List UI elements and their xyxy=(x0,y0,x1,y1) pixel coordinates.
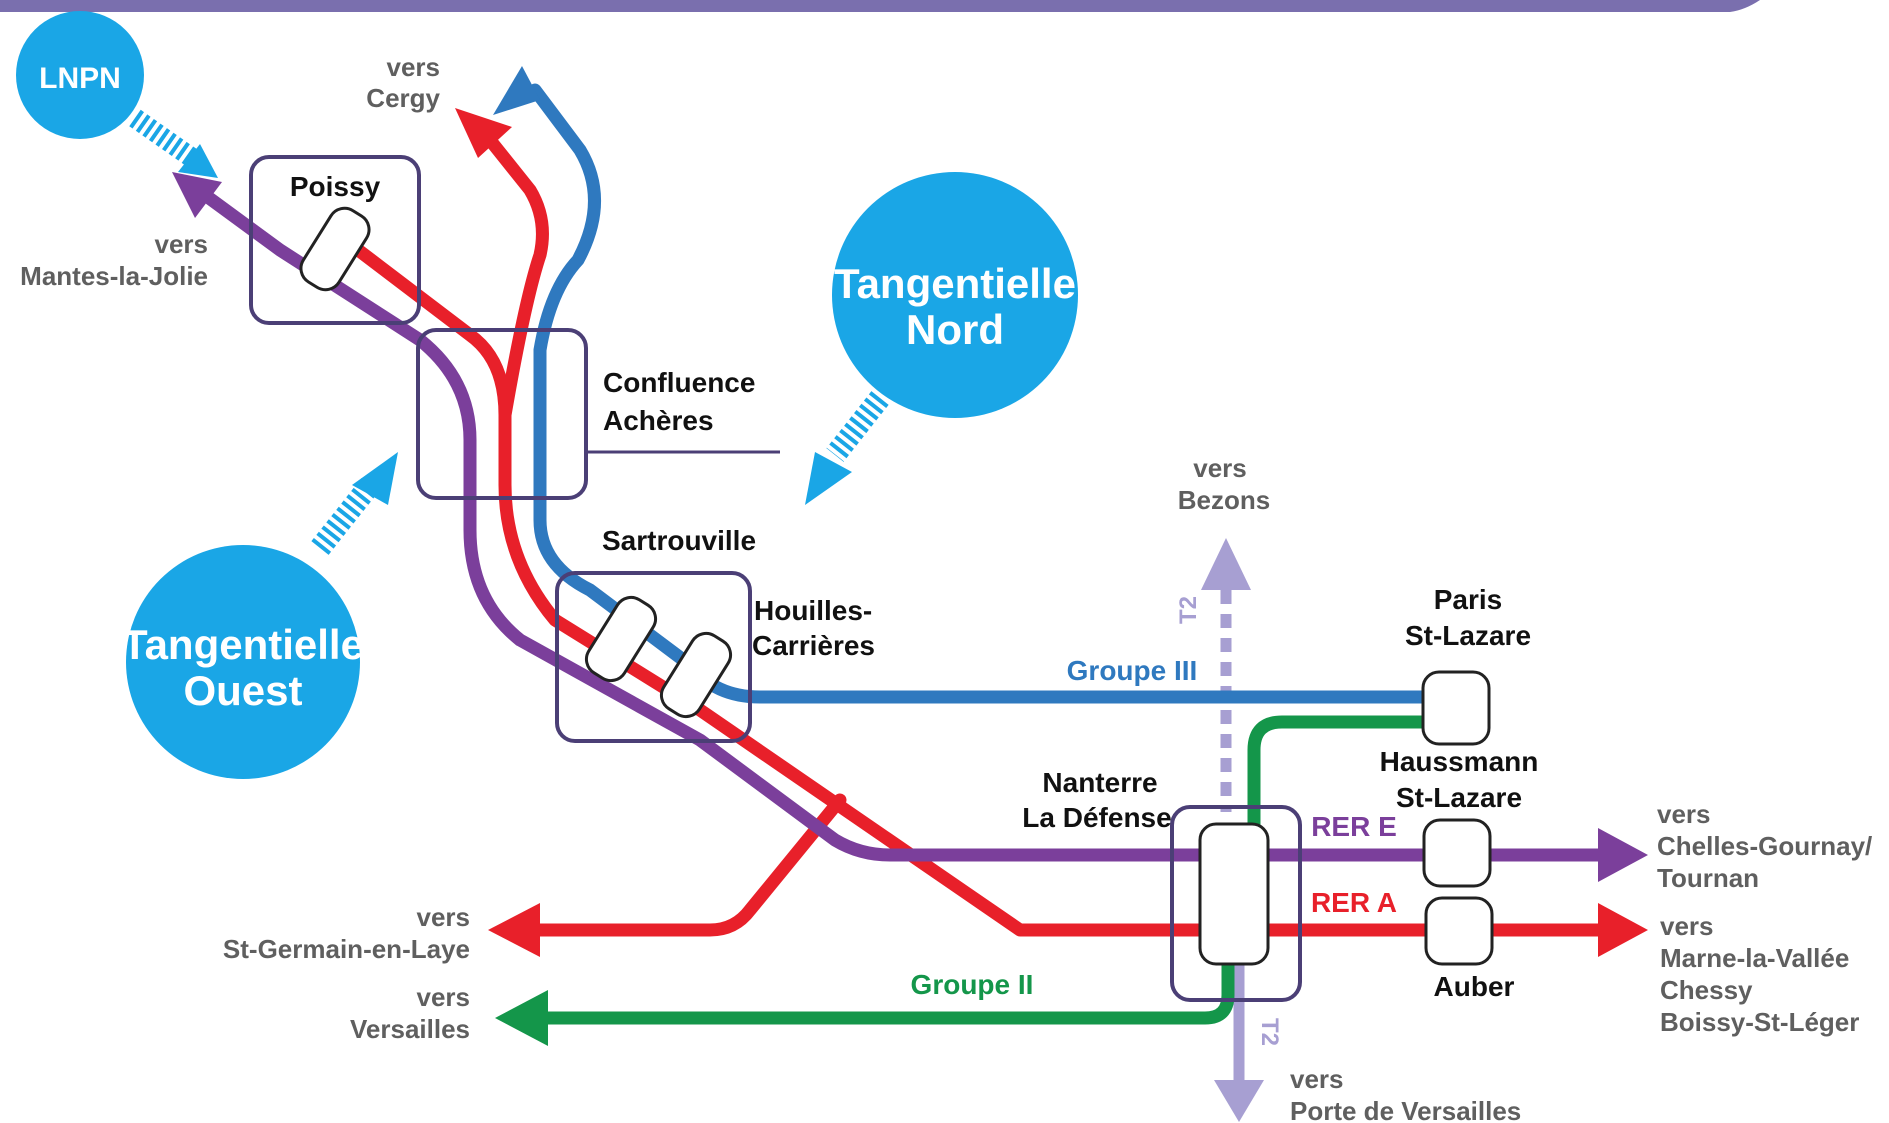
dest-cergy-name: Cergy xyxy=(366,83,440,113)
dest-st-germain-vers: vers xyxy=(417,902,471,932)
dest-bezons-name: Bezons xyxy=(1178,485,1270,515)
confluence-box xyxy=(416,328,588,500)
lnpn-arrowhead xyxy=(178,144,218,178)
station-sartrouville: Sartrouville xyxy=(602,525,756,556)
dest-marne-name1: Marne-la-Vallée xyxy=(1660,943,1849,973)
dest-chelles-vers: vers xyxy=(1657,799,1711,829)
t2-north-arrowhead xyxy=(1201,538,1251,590)
poissy-pill-icon xyxy=(299,206,371,292)
auber-pill-icon xyxy=(1424,896,1494,966)
tangentielle-ouest-arrowhead xyxy=(352,452,398,505)
top-border xyxy=(0,0,1760,12)
tangentielle-ouest-line1: Tangentielle xyxy=(122,621,364,668)
tangentielle-ouest-bubble: Tangentielle Ouest xyxy=(122,545,364,779)
t2-line xyxy=(1201,538,1264,1122)
dest-versailles-vers: vers xyxy=(417,982,471,1012)
station-confluence-line2: Achères xyxy=(603,405,714,436)
dest-mantes-name: Mantes-la-Jolie xyxy=(20,261,208,291)
houilles-pill-icon xyxy=(659,631,733,719)
tangentielle-ouest-line2: Ouest xyxy=(183,667,302,714)
station-nanterre-line2: La Défense xyxy=(1022,802,1171,833)
dest-bezons-vers: vers xyxy=(1193,453,1247,483)
groupe-iii-arrowhead xyxy=(493,66,540,115)
station-pills xyxy=(299,206,1494,966)
lnpn-arrow xyxy=(129,109,201,169)
station-haussmann-line2: St-Lazare xyxy=(1396,782,1522,813)
dest-versailles-name: Versailles xyxy=(350,1014,470,1044)
dest-porte-versailles-name: Porte de Versailles xyxy=(1290,1096,1521,1123)
tangentielle-nord-line1: Tangentielle xyxy=(834,260,1076,307)
paris-st-lazare-pill-icon xyxy=(1421,670,1491,746)
dest-st-germain-name: St-Germain-en-Laye xyxy=(223,934,470,964)
rer-a-cergy-arrowhead xyxy=(455,108,512,158)
label-t2-north: T2 xyxy=(1175,596,1202,624)
label-groupe-iii: Groupe III xyxy=(1067,655,1198,686)
nanterre-pill-icon xyxy=(1198,822,1270,966)
dest-chelles-name2: Tournan xyxy=(1657,863,1759,893)
label-rer-a: RER A xyxy=(1311,887,1397,918)
tangentielle-nord-arrow xyxy=(826,391,889,462)
dest-marne-name3: Boissy-St-Léger xyxy=(1660,1007,1859,1037)
groupe-ii-arrowhead xyxy=(495,990,548,1046)
rer-e-east-arrowhead xyxy=(1598,828,1648,882)
rer-a-st-germain-arrowhead xyxy=(488,903,540,957)
station-boxes xyxy=(249,155,1302,1002)
lnpn-label: LNPN xyxy=(39,62,121,95)
lnpn-bubble: LNPN xyxy=(16,11,144,139)
station-haussmann-line1: Haussmann xyxy=(1380,746,1539,777)
dest-mantes-vers: vers xyxy=(155,229,209,259)
station-nanterre-line1: Nanterre xyxy=(1042,767,1157,798)
haussmann-pill-icon xyxy=(1422,818,1492,888)
station-confluence-line1: Confluence xyxy=(603,367,755,398)
tangentielle-nord-bubble: Tangentielle Nord xyxy=(832,172,1078,418)
poissy-box xyxy=(249,155,421,325)
rer-e-mantes-arrowhead xyxy=(172,172,222,218)
station-houilles-line2: Carrières xyxy=(752,630,875,661)
tangentielle-ouest-arrow xyxy=(311,478,379,555)
tangentielle-nord-line2: Nord xyxy=(906,306,1004,353)
dest-marne-name2: Chessy xyxy=(1660,975,1753,1005)
tangentielle-nord-arrowhead xyxy=(805,452,852,505)
dest-chelles-name1: Chelles-Gournay/ xyxy=(1657,831,1872,861)
label-groupe-ii: Groupe II xyxy=(911,969,1034,1000)
station-poissy: Poissy xyxy=(290,171,381,202)
rer-e-line xyxy=(198,188,1622,862)
label-t2-south: T2 xyxy=(1256,1018,1283,1046)
station-paris-line2: St-Lazare xyxy=(1405,620,1531,651)
nanterre-box xyxy=(1170,805,1302,1002)
groupe-ii-line xyxy=(523,715,1447,1025)
station-auber: Auber xyxy=(1434,971,1515,1002)
station-paris-line1: Paris xyxy=(1434,584,1503,615)
dest-cergy-vers: vers xyxy=(387,52,441,82)
dest-marne-vers: vers xyxy=(1660,911,1714,941)
rer-a-east-arrowhead xyxy=(1598,903,1648,957)
sartrouville-pill-icon xyxy=(584,595,658,683)
sartrouville-box xyxy=(555,571,752,743)
station-houilles-line1: Houilles- xyxy=(754,595,872,626)
dest-porte-versailles-vers: vers xyxy=(1290,1064,1344,1094)
t2-south-arrowhead xyxy=(1214,1080,1264,1122)
label-rer-e: RER E xyxy=(1311,811,1397,842)
